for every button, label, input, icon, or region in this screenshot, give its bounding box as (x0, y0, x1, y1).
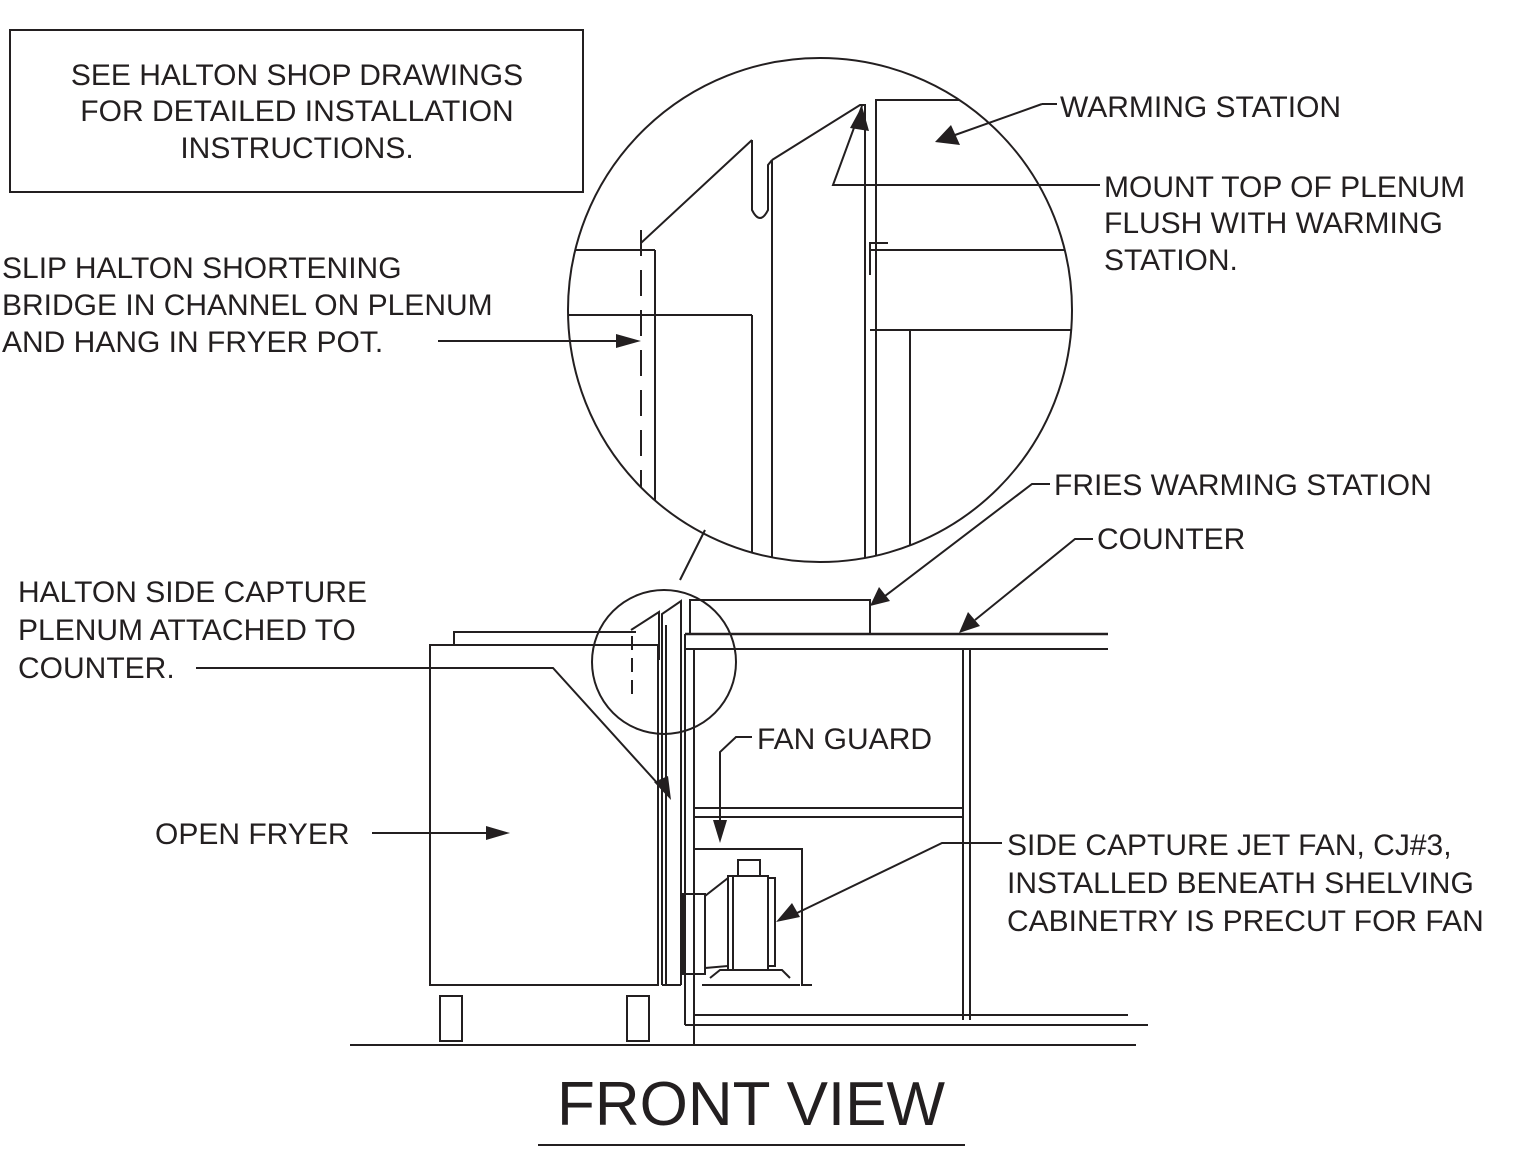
note-line-3: INSTRUCTIONS. (180, 132, 413, 165)
jet-fan (682, 848, 812, 986)
label-counter: COUNTER (1097, 523, 1245, 556)
label-jet-fan-line-2: INSTALLED BENEATH SHELVING (1007, 867, 1474, 900)
callout-labels: WARMING STATION MOUNT TOP OF PLENUM FLUS… (2, 91, 1484, 938)
label-mount-top-line-1: MOUNT TOP OF PLENUM (1104, 171, 1465, 204)
label-side-capture-plenum-line-1: HALTON SIDE CAPTURE (18, 576, 367, 609)
title-front-view: FRONT VIEW (557, 1070, 946, 1139)
label-warming-station: WARMING STATION (1060, 91, 1341, 124)
label-open-fryer: OPEN FRYER (155, 818, 350, 851)
label-fries-warming-station: FRIES WARMING STATION (1054, 469, 1432, 502)
note-line-1: SEE HALTON SHOP DRAWINGS (71, 59, 523, 92)
label-slip-bridge-line-1: SLIP HALTON SHORTENING (2, 252, 402, 285)
fries-warming-station (689, 599, 871, 635)
detail-callout-circle (591, 589, 737, 735)
label-side-capture-plenum-line-2: PLENUM ATTACHED TO (18, 614, 356, 647)
label-slip-bridge-line-2: BRIDGE IN CHANNEL ON PLENUM (2, 289, 493, 322)
label-mount-top-line-3: STATION. (1104, 244, 1238, 277)
label-jet-fan-line-3: CABINETRY IS PRECUT FOR FAN (1007, 905, 1484, 938)
label-slip-bridge-line-3: AND HANG IN FRYER POT. (2, 326, 383, 359)
fryer-leg-right (626, 995, 650, 1042)
leader-lines (196, 103, 1100, 922)
label-side-capture-plenum-line-3: COUNTER. (18, 652, 175, 685)
label-jet-fan-line-1: SIDE CAPTURE JET FAN, CJ#3, (1007, 829, 1452, 862)
fryer-body (429, 644, 659, 986)
label-fan-guard: FAN GUARD (757, 723, 932, 756)
label-mount-top-line-2: FLUSH WITH WARMING (1104, 207, 1443, 240)
detail-enlargement (567, 57, 1073, 581)
note-line-2: FOR DETAILED INSTALLATION (80, 95, 513, 128)
side-capture-plenum (591, 589, 737, 1045)
fryer-leg-left (439, 995, 463, 1042)
view-title: FRONT VIEW (538, 1070, 965, 1146)
open-fryer (429, 631, 659, 1042)
installation-note-box: SEE HALTON SHOP DRAWINGS FOR DETAILED IN… (9, 29, 584, 193)
counter-cabinet (350, 599, 1148, 1046)
detail-circle (567, 57, 1073, 563)
